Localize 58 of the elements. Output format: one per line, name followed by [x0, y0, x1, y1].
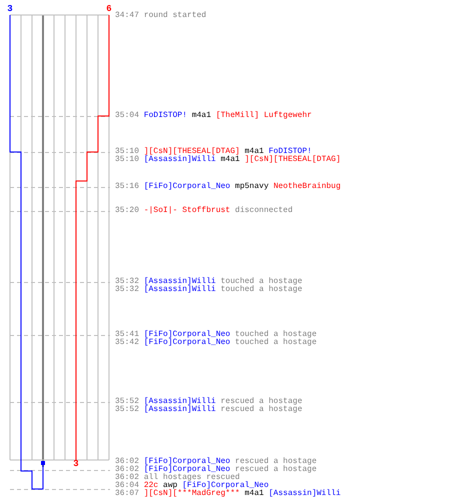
- log-text: [Assassin]Willi: [268, 490, 341, 498]
- log-text: awp: [163, 482, 178, 490]
- log-text: ][CsN][THESEAL[DTAG]: [144, 148, 240, 156]
- log-text: round started: [144, 12, 206, 20]
- log-text: m4a1: [220, 156, 240, 164]
- log-text: disconnected: [235, 207, 293, 215]
- log-text: mp5navy: [235, 183, 269, 191]
- log-text: NeotheBrainbug: [273, 183, 341, 191]
- log-text: [Assassin]Willi: [144, 286, 216, 294]
- timestamp: 35:10: [115, 156, 140, 164]
- log-text: rescued a hostage: [220, 406, 302, 414]
- timestamp: 34:47: [115, 12, 140, 20]
- log-text: [TheMill] Luftgewehr: [216, 112, 312, 120]
- log-text: m4a1: [244, 490, 264, 498]
- log-text: FoDISTOP!: [144, 112, 188, 120]
- timestamp: 35:52: [115, 406, 140, 414]
- log-text: rescued a hostage: [220, 398, 302, 406]
- log-text: -|SoI|- Stoffbrust: [144, 207, 230, 215]
- log-text: touched a hostage: [220, 278, 302, 286]
- log-text: [FiFo]Corporal_Neo: [144, 458, 230, 466]
- timestamp: 36:02: [115, 474, 140, 482]
- timestamp: 35:16: [115, 183, 140, 191]
- log-text: rescued a hostage: [235, 466, 317, 474]
- timestamp: 36:02: [115, 466, 140, 474]
- log-text: [Assassin]Willi: [144, 278, 216, 286]
- log-text: m4a1: [192, 112, 212, 120]
- count-label: 3: [73, 460, 79, 469]
- log-text: touched a hostage: [235, 331, 317, 339]
- log-text: ][CsN][***MadGreg***: [144, 490, 240, 498]
- timestamp: 36:07: [115, 490, 140, 498]
- log-text: touched a hostage: [220, 286, 302, 294]
- log-text: [FiFo]Corporal_Neo: [144, 466, 230, 474]
- log-text: [Assassin]Willi: [144, 406, 216, 414]
- log-text: [FiFo]Corporal_Neo: [182, 482, 269, 490]
- log-text: 22c: [144, 482, 158, 490]
- log-text: m4a1: [244, 148, 264, 156]
- log-text: [FiFo]Corporal_Neo: [144, 183, 230, 191]
- log-text: rescued a hostage: [235, 458, 317, 466]
- log-text: [FiFo]Corporal_Neo: [144, 331, 230, 339]
- log-text: touched a hostage: [235, 339, 317, 347]
- timestamp: 35:10: [115, 148, 140, 156]
- timestamp: 35:52: [115, 398, 140, 406]
- timestamp: 36:02: [115, 458, 140, 466]
- log-text: [Assassin]Willi: [144, 156, 216, 164]
- timestamp: 35:32: [115, 278, 140, 286]
- timestamp: 35:20: [115, 207, 140, 215]
- log-text: ][CsN][THESEAL[DTAG]: [244, 156, 341, 164]
- timestamp: 35:04: [115, 112, 140, 120]
- count-label: 6: [106, 5, 112, 14]
- timestamp: 36:04: [115, 482, 140, 490]
- log-text: FoDISTOP!: [268, 148, 312, 156]
- log-text: [Assassin]Willi: [144, 398, 216, 406]
- timestamp: 35:41: [115, 331, 140, 339]
- timestamp: 35:32: [115, 286, 140, 294]
- count-label: 3: [7, 5, 13, 14]
- log-text: [FiFo]Corporal_Neo: [144, 339, 230, 347]
- log-text: all hostages rescued: [144, 474, 240, 482]
- timestamp: 35:42: [115, 339, 140, 347]
